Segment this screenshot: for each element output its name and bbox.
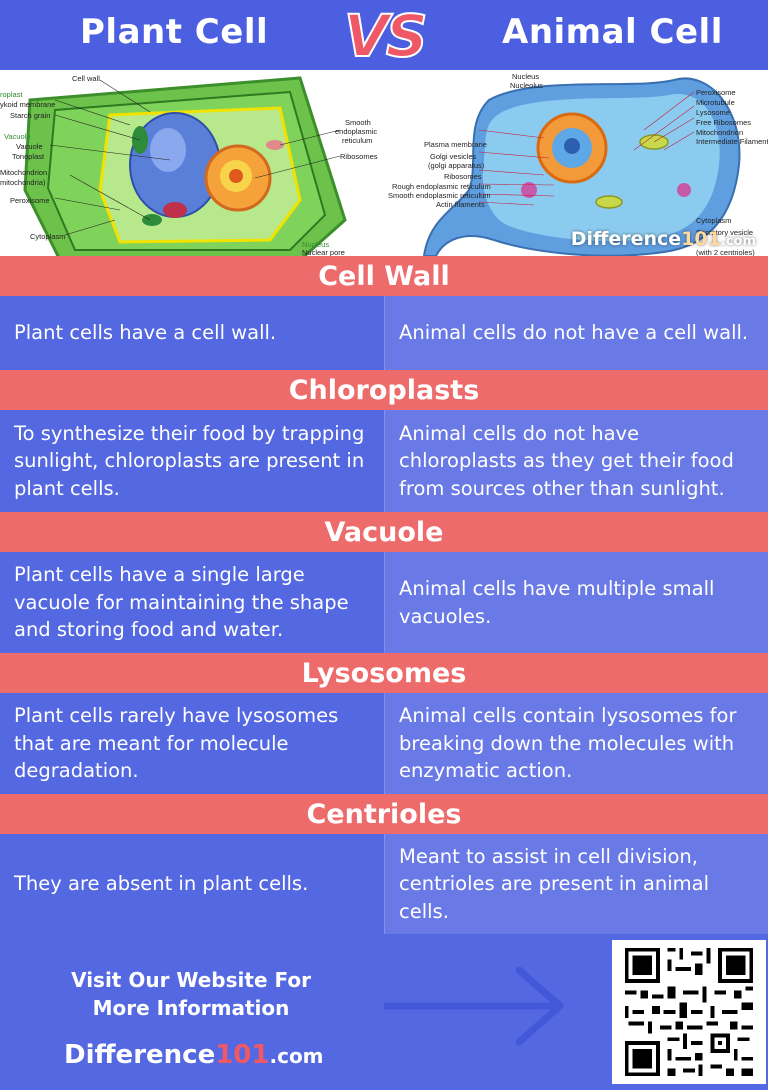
plant-text-vacuole: Plant cells have a single large vacuole … — [0, 552, 384, 653]
brand-suf: .com — [269, 1044, 324, 1068]
label-smooth: Smooth — [345, 118, 371, 127]
label-mitochondrion: Mitochondrion — [0, 168, 48, 177]
comparison-row-lysosomes: Plant cells rarely have lysosomes that a… — [0, 693, 768, 794]
section-header-lysosomes: Lysosomes — [0, 653, 768, 693]
cell-images: Cell wall roplast ykoid membrane Starch … — [0, 70, 768, 256]
vs-badge: VS — [343, 1, 429, 71]
animal-text-cell-wall: Animal cells do not have a cell wall. — [384, 296, 768, 370]
plant-text-centrioles: They are absent in plant cells. — [0, 834, 384, 934]
header: Plant Cell VS Animal Cell — [0, 0, 768, 71]
label-a-cytoplasm: Cytoplasm — [696, 216, 732, 225]
label-peroxisome: Peroxisome — [10, 196, 50, 205]
label-a-secretory-vesicle: Secretory vesicle — [696, 228, 754, 237]
qr-code-icon[interactable] — [612, 940, 766, 1084]
label-a-centrioles: (with 2 centrioles) — [696, 248, 755, 256]
watermark-pre: Difference — [570, 228, 682, 250]
label-starch-grain: Starch grain — [10, 111, 51, 120]
label-cytoplasm: Cytoplasm — [30, 232, 66, 241]
plant-cell-diagram: Cell wall roplast ykoid membrane Starch … — [0, 70, 384, 256]
comparison-row-cell-wall: Plant cells have a cell wall. Animal cel… — [0, 296, 768, 370]
visit-website-text: Visit Our Website For More Information — [71, 968, 311, 1020]
plant-text-cell-wall: Plant cells have a cell wall. — [0, 296, 384, 370]
animal-text-chloroplasts: Animal cells do not have chloroplasts as… — [384, 410, 768, 512]
label-nucleus: Nucleus — [302, 240, 330, 249]
brand-num: 101 — [215, 1040, 270, 1070]
comparison-row-centrioles: They are absent in plant cells. Meant to… — [0, 834, 768, 934]
watermark-suf: .com — [720, 234, 756, 249]
label-a-nucleus: Nucleus — [512, 72, 540, 81]
label-a-plasma-membrane: Plasma membrane — [424, 140, 487, 149]
label-a-smooth-er: Smooth endoplasmic reticulum — [388, 191, 491, 200]
animal-cell-diagram: Nucleus Nucleolus Peroxisome Microtubule… — [384, 70, 768, 256]
label-vacuole-group: Vacuole — [4, 132, 31, 141]
section-header-vacuole: Vacuole — [0, 512, 768, 552]
label-cell-wall: Cell wall — [72, 74, 100, 83]
animal-text-lysosomes: Animal cells contain lysosomes for break… — [384, 693, 768, 794]
brand-logo[interactable]: Difference101.com — [64, 1040, 324, 1070]
watermark-num: 101 — [681, 228, 721, 250]
animal-text-centrioles: Meant to assist in cell division, centri… — [384, 834, 768, 934]
comparison-row-vacuole: Plant cells have a single large vacuole … — [0, 552, 768, 653]
label-a-actin-filaments: Actin filaments — [436, 200, 485, 209]
animal-cell-title: Animal Cell — [502, 12, 723, 52]
label-a-ribosomes: Ribosomes — [444, 172, 482, 181]
section-header-cell-wall: Cell Wall — [0, 256, 768, 296]
comparison-row-chloroplasts: To synthesize their food by trapping sun… — [0, 410, 768, 512]
section-header-chloroplasts: Chloroplasts — [0, 370, 768, 410]
label-a-golgi-vesicles: Golgi vesicles — [430, 152, 477, 161]
watermark: Difference101.com — [571, 228, 756, 250]
label-a-golgi-apparatus: (golgi apparatus) — [428, 161, 485, 170]
label-mitochondria: mitochondria) — [0, 178, 46, 187]
plant-text-lysosomes: Plant cells rarely have lysosomes that a… — [0, 693, 384, 794]
label-vacuole: Vacuole — [16, 142, 43, 151]
label-a-rough-er: Rough endoplasmic reticulum — [392, 182, 491, 191]
label-a-microtubule: Microtubule — [696, 98, 735, 107]
label-a-lysosome: Lysosome — [696, 108, 730, 117]
label-a-free-ribosomes: Free Ribosomes — [696, 118, 752, 127]
label-chloroplast: roplast — [0, 90, 23, 99]
label-thylakoid: ykoid membrane — [0, 100, 56, 109]
section-header-centrioles: Centrioles — [0, 794, 768, 834]
label-reticulum: reticulum — [342, 136, 373, 145]
plant-cell-title: Plant Cell — [80, 12, 269, 52]
label-a-nucleolus: Nucleolus — [510, 81, 543, 90]
animal-text-vacuole: Animal cells have multiple small vacuole… — [384, 552, 768, 653]
label-tonoplast: Tonoplast — [12, 152, 45, 161]
plant-cell-illustration — [23, 76, 347, 256]
plant-text-chloroplasts: To synthesize their food by trapping sun… — [0, 410, 384, 512]
animal-cell-illustration — [422, 77, 741, 256]
label-ribosomes: Ribosomes — [340, 152, 378, 161]
label-nuclear-pore: Nuclear pore — [302, 248, 345, 256]
label-a-mitochondrion: Mitochondrion — [696, 128, 744, 137]
label-a-intermediate-filaments: Intermediate Filaments — [696, 137, 768, 146]
arrow-right-icon — [384, 966, 564, 1046]
label-a-peroxisome: Peroxisome — [696, 88, 736, 97]
label-endoplasmic: endoplasmic — [335, 127, 378, 136]
brand-pre: Difference — [64, 1040, 216, 1070]
